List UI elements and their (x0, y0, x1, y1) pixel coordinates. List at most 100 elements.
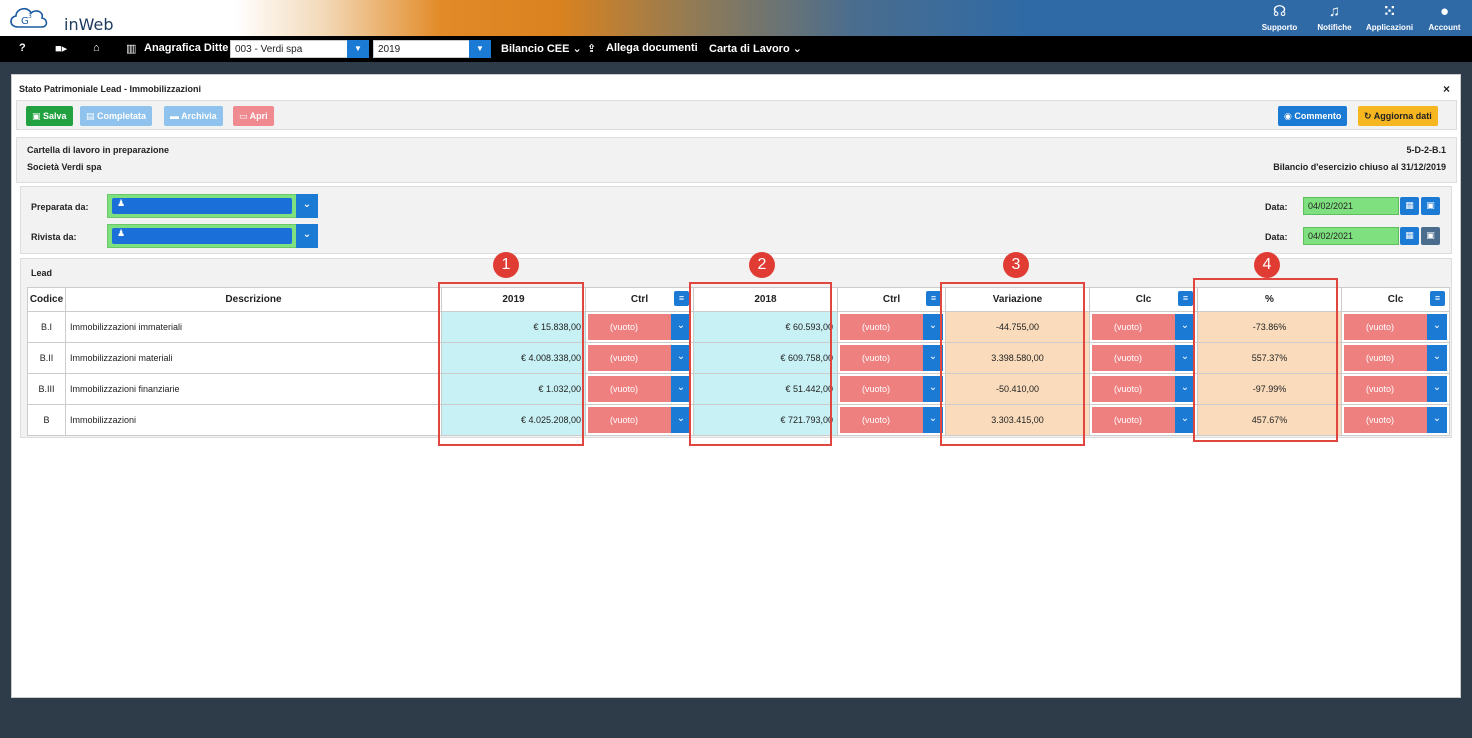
col-codice: Codice (27, 287, 66, 312)
company-select[interactable]: 003 - Verdi spa▼ (230, 40, 369, 58)
menu-icon[interactable]: ≡ (1178, 291, 1193, 306)
ctrl-dropdown[interactable]: (vuoto)⌄ (1344, 314, 1447, 340)
cell-code: B (27, 404, 66, 436)
chevron-down-icon[interactable]: ⌄ (1427, 345, 1447, 371)
bilancio-menu[interactable]: Bilancio CEE ⌄ (501, 43, 582, 55)
ctrl-dropdown[interactable]: (vuoto)⌄ (588, 376, 691, 402)
carta-menu[interactable]: Carta di Lavoro ⌄ (709, 43, 802, 55)
chevron-down-icon[interactable]: ⌄ (1427, 314, 1447, 340)
chevron-down-icon[interactable]: ⌄ (671, 345, 691, 371)
chevron-down-icon[interactable]: ⌄ (923, 314, 943, 340)
chevron-down-icon[interactable]: ⌄ (1175, 345, 1195, 371)
chevron-down-icon[interactable]: ⌄ (1175, 376, 1195, 402)
menu-icon[interactable]: ≡ (1430, 291, 1445, 306)
archivia-button[interactable]: ▬ Archivia (164, 106, 223, 126)
highlight-box (438, 282, 584, 446)
support-button[interactable]: ☊Supporto (1252, 0, 1307, 36)
ctrl-dropdown[interactable]: (vuoto)⌄ (840, 407, 943, 433)
cell-percent: 457.67% (1197, 404, 1342, 436)
toolbar: ▣ Salva ▤ Completata ▬ Archivia ▭ Apri ◉… (16, 100, 1457, 130)
ctrl-dropdown[interactable]: (vuoto)⌄ (1344, 376, 1447, 402)
menu-icon[interactable]: ≡ (674, 291, 689, 306)
ctrl-dropdown[interactable]: (vuoto)⌄ (1092, 407, 1195, 433)
ctrl-dropdown[interactable]: (vuoto)⌄ (588, 314, 691, 340)
account-button[interactable]: ●Account (1417, 0, 1472, 36)
help-button[interactable]: ? (19, 42, 26, 54)
cell-percent: -73.86% (1197, 311, 1342, 343)
chevron-down-icon[interactable]: ⌄ (296, 224, 318, 248)
status-text: Cartella di lavoro in preparazione (27, 145, 170, 155)
highlight-box (689, 282, 832, 446)
ctrl-dropdown[interactable]: (vuoto)⌄ (840, 345, 943, 371)
annotation-badge: 2 (749, 252, 775, 278)
close-icon[interactable]: × (1442, 82, 1450, 96)
lead-title: Lead (31, 268, 53, 278)
chevron-down-icon[interactable]: ▼ (469, 40, 491, 58)
calendar-today-icon[interactable]: ▣ (1421, 227, 1440, 245)
ctrl-dropdown[interactable]: (vuoto)⌄ (1092, 376, 1195, 402)
ctrl-dropdown[interactable]: (vuoto)⌄ (588, 345, 691, 371)
col-2018: 2018 (693, 287, 838, 312)
chevron-down-icon[interactable]: ⌄ (1427, 376, 1447, 402)
cell-code: B.II (27, 342, 66, 374)
apps-button[interactable]: ⁙Applicazioni (1362, 0, 1417, 36)
date-field[interactable]: 04/02/2021 (1303, 197, 1399, 215)
ctrl-dropdown[interactable]: (vuoto)⌄ (1344, 345, 1447, 371)
chevron-down-icon[interactable]: ⌄ (671, 314, 691, 340)
home-icon[interactable]: ⌂ (93, 42, 100, 54)
year-select[interactable]: 2019▼ (373, 40, 491, 58)
cell-percent: 557.37% (1197, 342, 1342, 374)
save-button[interactable]: ▣ Salva (26, 106, 73, 126)
cell-2018: € 51.442,00 (693, 373, 838, 405)
ctrl-dropdown[interactable]: (vuoto)⌄ (1092, 314, 1195, 340)
chevron-down-icon[interactable]: ⌄ (671, 407, 691, 433)
bell-icon: ♫ (1328, 3, 1341, 20)
ctrl-dropdown[interactable]: (vuoto)⌄ (840, 376, 943, 402)
date-field[interactable]: 04/02/2021 (1303, 227, 1399, 245)
apri-button[interactable]: ▭ Apri (233, 106, 274, 126)
calendar-today-icon[interactable]: ▣ (1421, 197, 1440, 215)
chevron-down-icon[interactable]: ⌄ (923, 345, 943, 371)
chevron-down-icon[interactable]: ⌄ (671, 376, 691, 402)
calendar-icon[interactable]: ▦ (1400, 197, 1419, 215)
rivista-user-select[interactable]: ♟⌄ (107, 224, 318, 248)
ctrl-dropdown[interactable]: (vuoto)⌄ (588, 407, 691, 433)
preparata-user-select[interactable]: ♟⌄ (107, 194, 318, 218)
allega-menu[interactable]: Allega documenti (606, 42, 698, 54)
data-label: Data: (1265, 202, 1288, 212)
chevron-down-icon[interactable]: ⌄ (1175, 314, 1195, 340)
company-text: Società Verdi spa (27, 162, 102, 172)
nav-bar: ? ■▸ ⌂ ▥ Anagrafica Ditte 003 - Verdi sp… (0, 36, 1472, 62)
completata-button[interactable]: ▤ Completata (80, 106, 153, 126)
ctrl-dropdown[interactable]: (vuoto)⌄ (1344, 407, 1447, 433)
col-variazione: Variazione (945, 287, 1090, 312)
building-icon: ▥ (126, 43, 137, 55)
video-icon[interactable]: ■▸ (55, 43, 68, 55)
cell-2019: € 15.838,00 (441, 311, 586, 343)
col-descrizione: Descrizione (65, 287, 442, 312)
chevron-down-icon[interactable]: ⌄ (923, 376, 943, 402)
chevron-down-icon[interactable]: ⌄ (296, 194, 318, 218)
ctrl-dropdown[interactable]: (vuoto)⌄ (1092, 345, 1195, 371)
cell-2019: € 4.025.208,00 (441, 404, 586, 436)
cell-percent: -97.99% (1197, 373, 1342, 405)
user-icon: ♟ (117, 228, 126, 238)
code-text: 5-D-2-B.1 (1406, 145, 1446, 155)
chevron-down-icon[interactable]: ▼ (347, 40, 369, 58)
grid-icon: ⁙ (1383, 3, 1396, 20)
refresh-data-button[interactable]: ↻ Aggiorna dati (1358, 106, 1438, 126)
comment-button[interactable]: ◉ Commento (1278, 106, 1348, 126)
chevron-down-icon[interactable]: ⌄ (923, 407, 943, 433)
svg-text:G: G (21, 16, 29, 27)
col-clc: Clc≡ (1089, 287, 1198, 312)
info-section: Cartella di lavoro in preparazione Socie… (16, 137, 1457, 183)
ctrl-dropdown[interactable]: (vuoto)⌄ (840, 314, 943, 340)
menu-icon[interactable]: ≡ (926, 291, 941, 306)
preparata-label: Preparata da: (31, 202, 89, 212)
main-panel: Stato Patrimoniale Lead - Immobilizzazio… (11, 74, 1461, 698)
app-name: inWeb (64, 15, 114, 34)
notifications-button[interactable]: ♫Notifiche (1307, 0, 1362, 36)
calendar-icon[interactable]: ▦ (1400, 227, 1419, 245)
chevron-down-icon[interactable]: ⌄ (1427, 407, 1447, 433)
chevron-down-icon[interactable]: ⌄ (1175, 407, 1195, 433)
